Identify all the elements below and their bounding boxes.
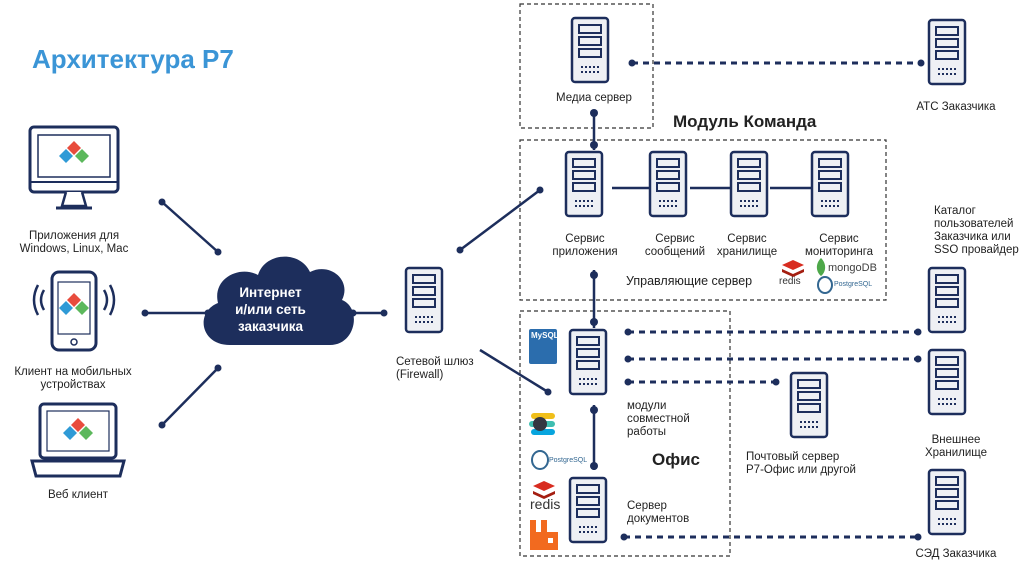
redis-office-logo-text: redis [530,496,561,512]
dashed-connectors [624,61,921,539]
media-server-icon [570,16,610,84]
catalog-server-icon [927,266,967,334]
postgresql-elephant-icon [817,276,833,294]
web-client-label: Веб клиент [47,489,109,501]
team-module-title: Модуль Команда [673,112,817,131]
gateway-server-icon [404,266,444,334]
external-storage-label: Внешнее Хранилище [924,434,988,459]
cloud-icon [203,256,354,345]
pbx-label: АТС Заказчика [916,101,996,113]
page-title: Архитектура Р7 [32,44,234,74]
team-module-group [519,139,887,301]
collab-modules-server-icon [568,328,608,396]
media-server-label: Медиа сервер [556,92,632,104]
rabbitmq-logo-icon [530,520,558,550]
laptop-icon [30,402,126,478]
storage-service-server-icon [729,150,769,218]
desktop-client-label: Приложения для Windows, Linux, Mac [19,230,129,255]
monitoring-service-label: Сервис мониторинга [804,233,874,258]
managing-servers-label: Управляющие сервер [626,274,753,288]
messages-service-server-icon [648,150,688,218]
pbx-server-icon [927,18,967,86]
smartphone-icon [32,270,116,352]
edms-server-icon [927,468,967,536]
monitoring-service-server-icon [810,150,850,218]
redis-logo-text: redis [779,276,801,287]
redis-office-logo-icon [533,481,555,499]
cloud-label: Интернет и/или сеть заказчика [235,285,306,334]
app-service-server-icon [564,150,604,218]
storage-service-label: Сервис хранилище [716,233,778,258]
gateway-label: Сетевой шлюз (Firewall) [396,356,474,381]
edms-label: СЭД Заказчика [915,548,997,560]
postgresql-office-logo-text: PostgreSQL [549,457,588,464]
mail-server-label: Почтовый сервер Р7-Офис или другой [746,451,856,476]
office-group-title: Офис [652,450,701,469]
external-storage-server-icon [927,348,967,416]
postgresql-logo-text: PostgreSQL [834,281,873,288]
redis-logo-icon [782,260,804,277]
postgresql-office-icon [531,450,549,470]
mongodb-leaf-icon [816,258,826,276]
document-server-icon [568,476,608,544]
app-service-label: Сервис приложения [552,233,618,258]
document-server-label: Сервер документов [627,500,690,525]
mysql-logo-text: MySQL [531,331,559,340]
media-server-group [519,3,654,129]
mongodb-logo-text: mongoDB [828,262,877,274]
desktop-monitor-icon [28,125,120,210]
collab-modules-label: модули совместной работы [627,400,690,438]
messages-service-label: Сервис сообщений [644,233,706,258]
mysql-logo-icon [529,329,557,364]
catalog-label: Каталог пользователей Заказчика или SSO … [934,205,1019,256]
mail-server-icon [789,371,829,439]
office-group [519,310,731,557]
mobile-client-label: Клиент на мобильных устройствах [14,366,132,391]
elasticsearch-logo-icon [529,413,555,435]
